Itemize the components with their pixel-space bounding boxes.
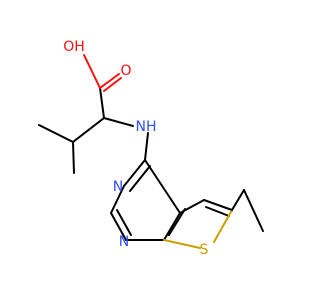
pyrimidine-n1-label: N <box>119 234 129 250</box>
bond-alpha-isopropyl <box>72 117 105 143</box>
pyrimidine-n3-label: N <box>113 179 123 195</box>
thiophene-sulfur-label: S <box>200 242 209 258</box>
bond-c5-c6 <box>203 199 233 211</box>
bond-c4a-c5 <box>179 199 205 214</box>
bond-lines <box>38 54 264 249</box>
bond-carbonyl-2 <box>103 77 122 92</box>
structure-canvas: OH O NH N N S <box>38 39 264 258</box>
bond-c4-n3-double <box>129 165 151 192</box>
bond-c4-n3 <box>123 159 146 187</box>
molecule-structure-diagram: OH O NH N N S <box>38 39 264 258</box>
carbonyl-oxygen-label: O <box>120 63 131 79</box>
bond-s-c7a <box>163 239 201 249</box>
bond-c7a-c4a-double <box>168 208 186 236</box>
atom-labels: OH O NH N N S <box>63 39 208 258</box>
bond-c6-ethyl-1 <box>231 189 245 211</box>
bond-ethyl-terminal <box>243 189 264 232</box>
bond-c6-s <box>213 209 233 243</box>
bond-isopropyl-methyl-1 <box>38 124 74 143</box>
bond-c7a-c4a <box>163 212 181 241</box>
bond-n3-c2 <box>110 185 125 214</box>
hydroxyl-label: OH <box>63 39 85 55</box>
bond-alpha-nh <box>103 117 134 127</box>
bond-c2-n1-double <box>116 209 132 236</box>
bond-c2-n1 <box>110 212 127 241</box>
bond-carbonyl-1 <box>99 73 120 89</box>
bond-c5-c6-double <box>205 206 230 217</box>
bond-oh-carboxyl <box>83 54 101 89</box>
bond-isopropyl-methyl-2 <box>72 141 75 174</box>
bond-carboxyl-alpha <box>99 87 105 119</box>
bond-c4a-c4 <box>144 159 181 214</box>
bond-nh-ring <box>144 132 149 161</box>
amine-nh-label: NH <box>136 119 157 135</box>
